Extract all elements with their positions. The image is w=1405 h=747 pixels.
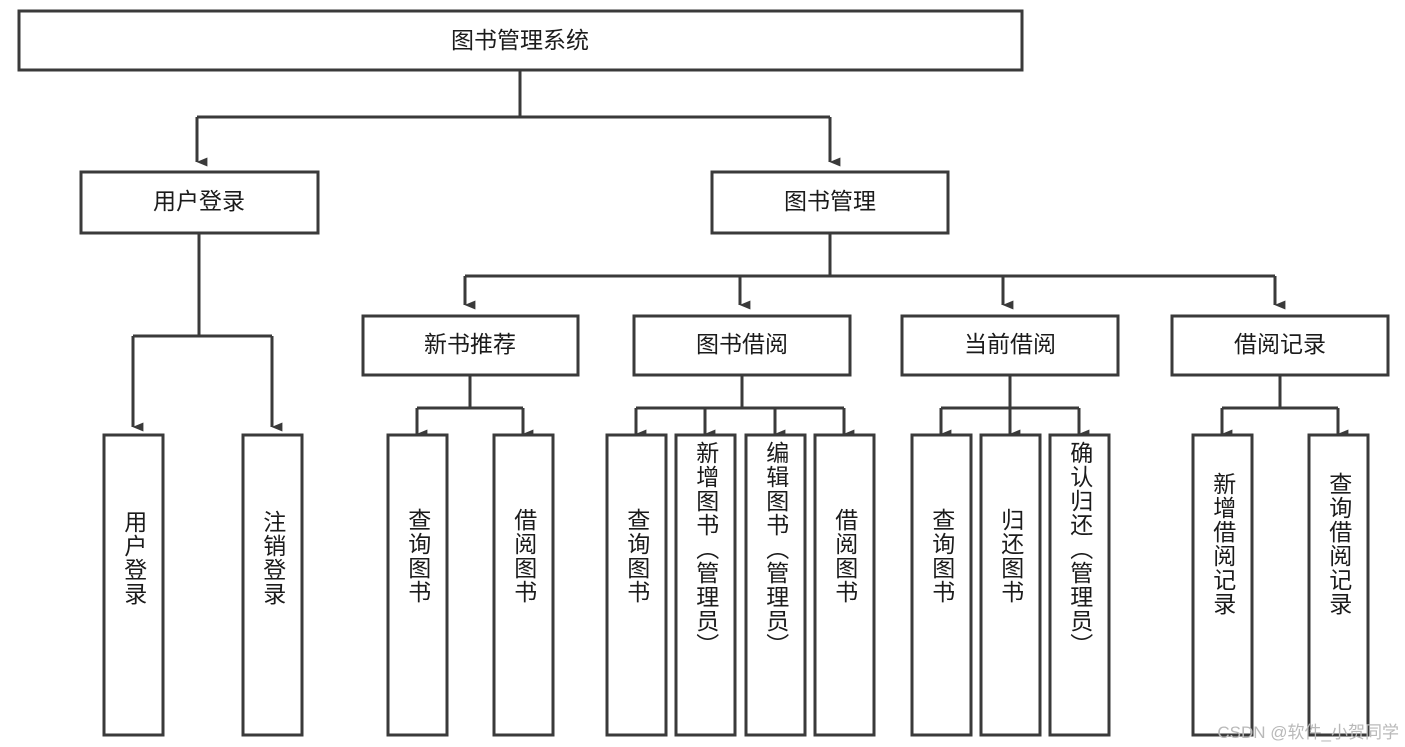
node-root[interactable]: 图书管理系统 [17,9,1024,72]
watermark-text: CSDN @软件_小贺同学 [1217,723,1399,742]
leaf-box-confirm-return-admin[interactable] [1048,433,1111,737]
node-borrow-record-box[interactable] [1170,314,1390,377]
node-book-borrow-label: 图书借阅 [696,331,788,357]
edge-group-book-manage [463,233,1286,310]
node-new-book-recommend[interactable]: 新书推荐 [361,314,580,377]
leaf-box-query-book-1[interactable] [386,433,449,737]
node-current-borrow-label: 当前借阅 [964,331,1056,357]
leaf-box-borrow-book-1[interactable] [492,433,555,737]
leaf-box-user-login[interactable] [102,433,165,737]
leaf-box-query-book-3[interactable] [910,433,973,737]
node-root-label: 图书管理系统 [451,27,589,53]
node-user-login-label: 用户登录 [153,188,245,214]
edge-group-user-login [131,233,283,432]
edge-group-new-book [415,375,534,439]
leaf-box-return-book[interactable] [979,433,1042,737]
leaf-box-borrow-book-2[interactable] [813,433,876,737]
leaf-boxes-borrow-record [1191,433,1370,737]
node-current-borrow[interactable]: 当前借阅 [900,314,1120,377]
node-user-login[interactable]: 用户登录 [79,170,320,235]
edge-group-root [195,70,841,167]
node-book-borrow-box[interactable] [632,314,852,377]
node-book-manage[interactable]: 图书管理 [710,170,950,235]
leaf-box-add-book-admin[interactable] [674,433,737,737]
leaf-boxes-user-login [102,433,304,737]
node-borrow-record-label: 借阅记录 [1234,331,1326,357]
node-user-login-box[interactable] [79,170,320,235]
leaf-box-logout[interactable] [241,433,304,737]
node-new-book-recommend-label: 新书推荐 [424,331,516,357]
leaf-box-add-borrow-record[interactable] [1191,433,1254,737]
leaf-boxes-new-book-recommend [386,433,555,737]
leaf-boxes-book-borrow [605,433,876,737]
node-book-manage-box[interactable] [710,170,950,235]
edge-group-borrow-record [1220,375,1349,439]
node-current-borrow-box[interactable] [900,314,1120,377]
node-borrow-record[interactable]: 借阅记录 [1170,314,1390,377]
node-book-borrow[interactable]: 图书借阅 [632,314,852,377]
node-new-book-recommend-box[interactable] [361,314,580,377]
leaf-box-edit-book-admin[interactable] [744,433,807,737]
leaf-boxes-current-borrow [910,433,1111,737]
node-book-manage-label: 图书管理 [784,188,876,214]
edge-group-book-borrow [634,375,855,439]
node-root-box[interactable] [17,9,1024,72]
edge-group-current-borrow [939,375,1090,439]
leaf-box-query-borrow-record[interactable] [1307,433,1370,737]
leaf-box-query-book-2[interactable] [605,433,668,737]
